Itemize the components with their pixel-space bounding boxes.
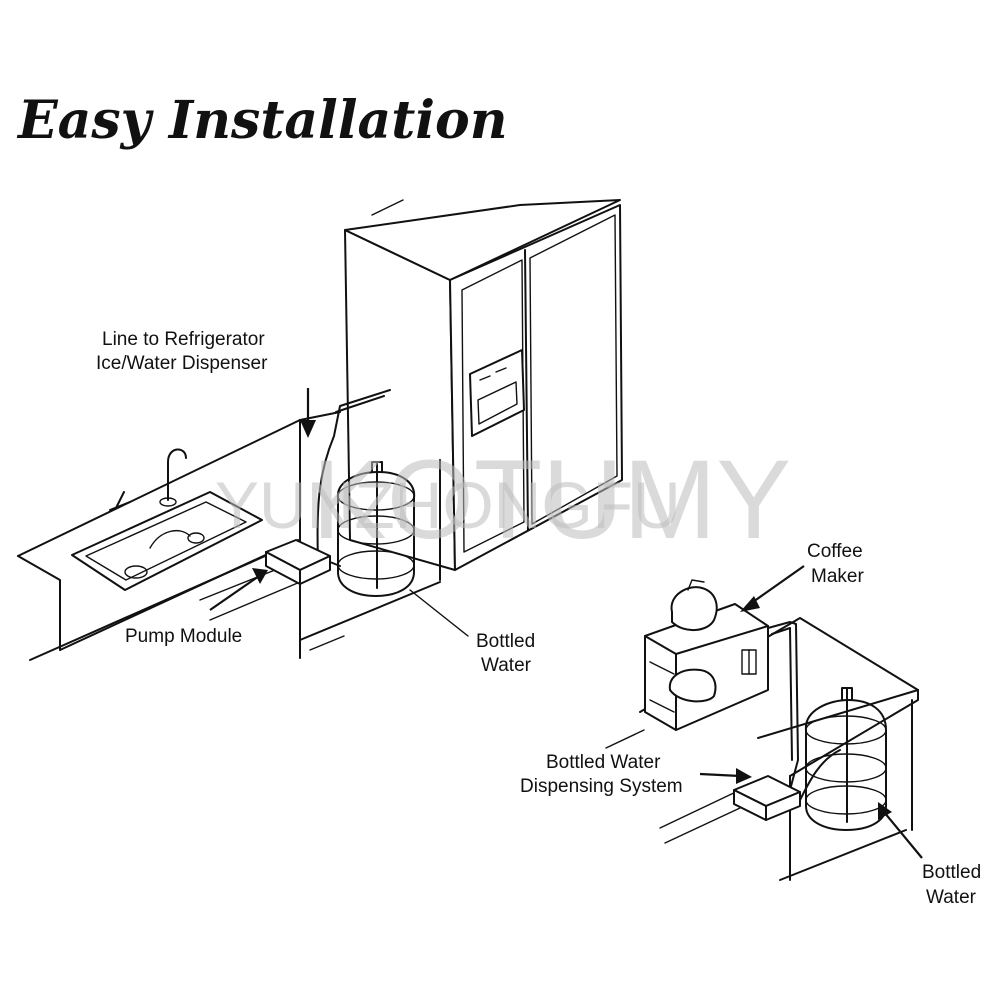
label-dispensing-system-1: Bottled Water (546, 752, 661, 773)
arrow-bottled-water-right (878, 802, 923, 859)
label-pump-module: Pump Module (125, 626, 242, 647)
label-bottled-water-left-1: Bottled (476, 631, 535, 652)
refrigerator (344, 199, 623, 571)
pump-module-left (265, 539, 341, 585)
leader-bottled-water-left (409, 589, 469, 637)
label-line-to-fridge-1: Line to Refrigerator (102, 329, 265, 350)
arrow-coffee-maker (740, 565, 805, 612)
water-bottle-right (804, 687, 887, 831)
pump-module-right (733, 775, 801, 821)
label-coffee-maker-2: Maker (811, 566, 864, 587)
label-dispensing-system-2: Dispensing System (520, 776, 683, 797)
sink (71, 491, 263, 591)
arrow-line-to-fridge (300, 388, 316, 438)
watermark-kotumy: KOTUMY (312, 437, 791, 562)
water-bottle-left (336, 461, 416, 597)
watermark-yunzhongfu: YUNZHONGFU (215, 468, 681, 542)
label-bottled-water-right-1: Bottled (922, 862, 981, 883)
arrow-dispensing-system (699, 768, 752, 784)
coffee-maker (644, 579, 769, 731)
cabinet-frame-left (299, 419, 441, 659)
label-coffee-maker-1: Coffee (807, 541, 863, 562)
counter-right (605, 617, 919, 881)
page-title: Easy Installation (16, 90, 508, 151)
faucet (109, 448, 187, 511)
water-line-right (767, 621, 841, 801)
label-bottled-water-right-2: Water (926, 887, 977, 908)
water-line (316, 389, 391, 561)
label-bottled-water-left-2: Water (481, 655, 532, 676)
arrow-pump-module (209, 568, 268, 611)
label-line-to-fridge-2: Ice/Water Dispenser (96, 353, 268, 374)
